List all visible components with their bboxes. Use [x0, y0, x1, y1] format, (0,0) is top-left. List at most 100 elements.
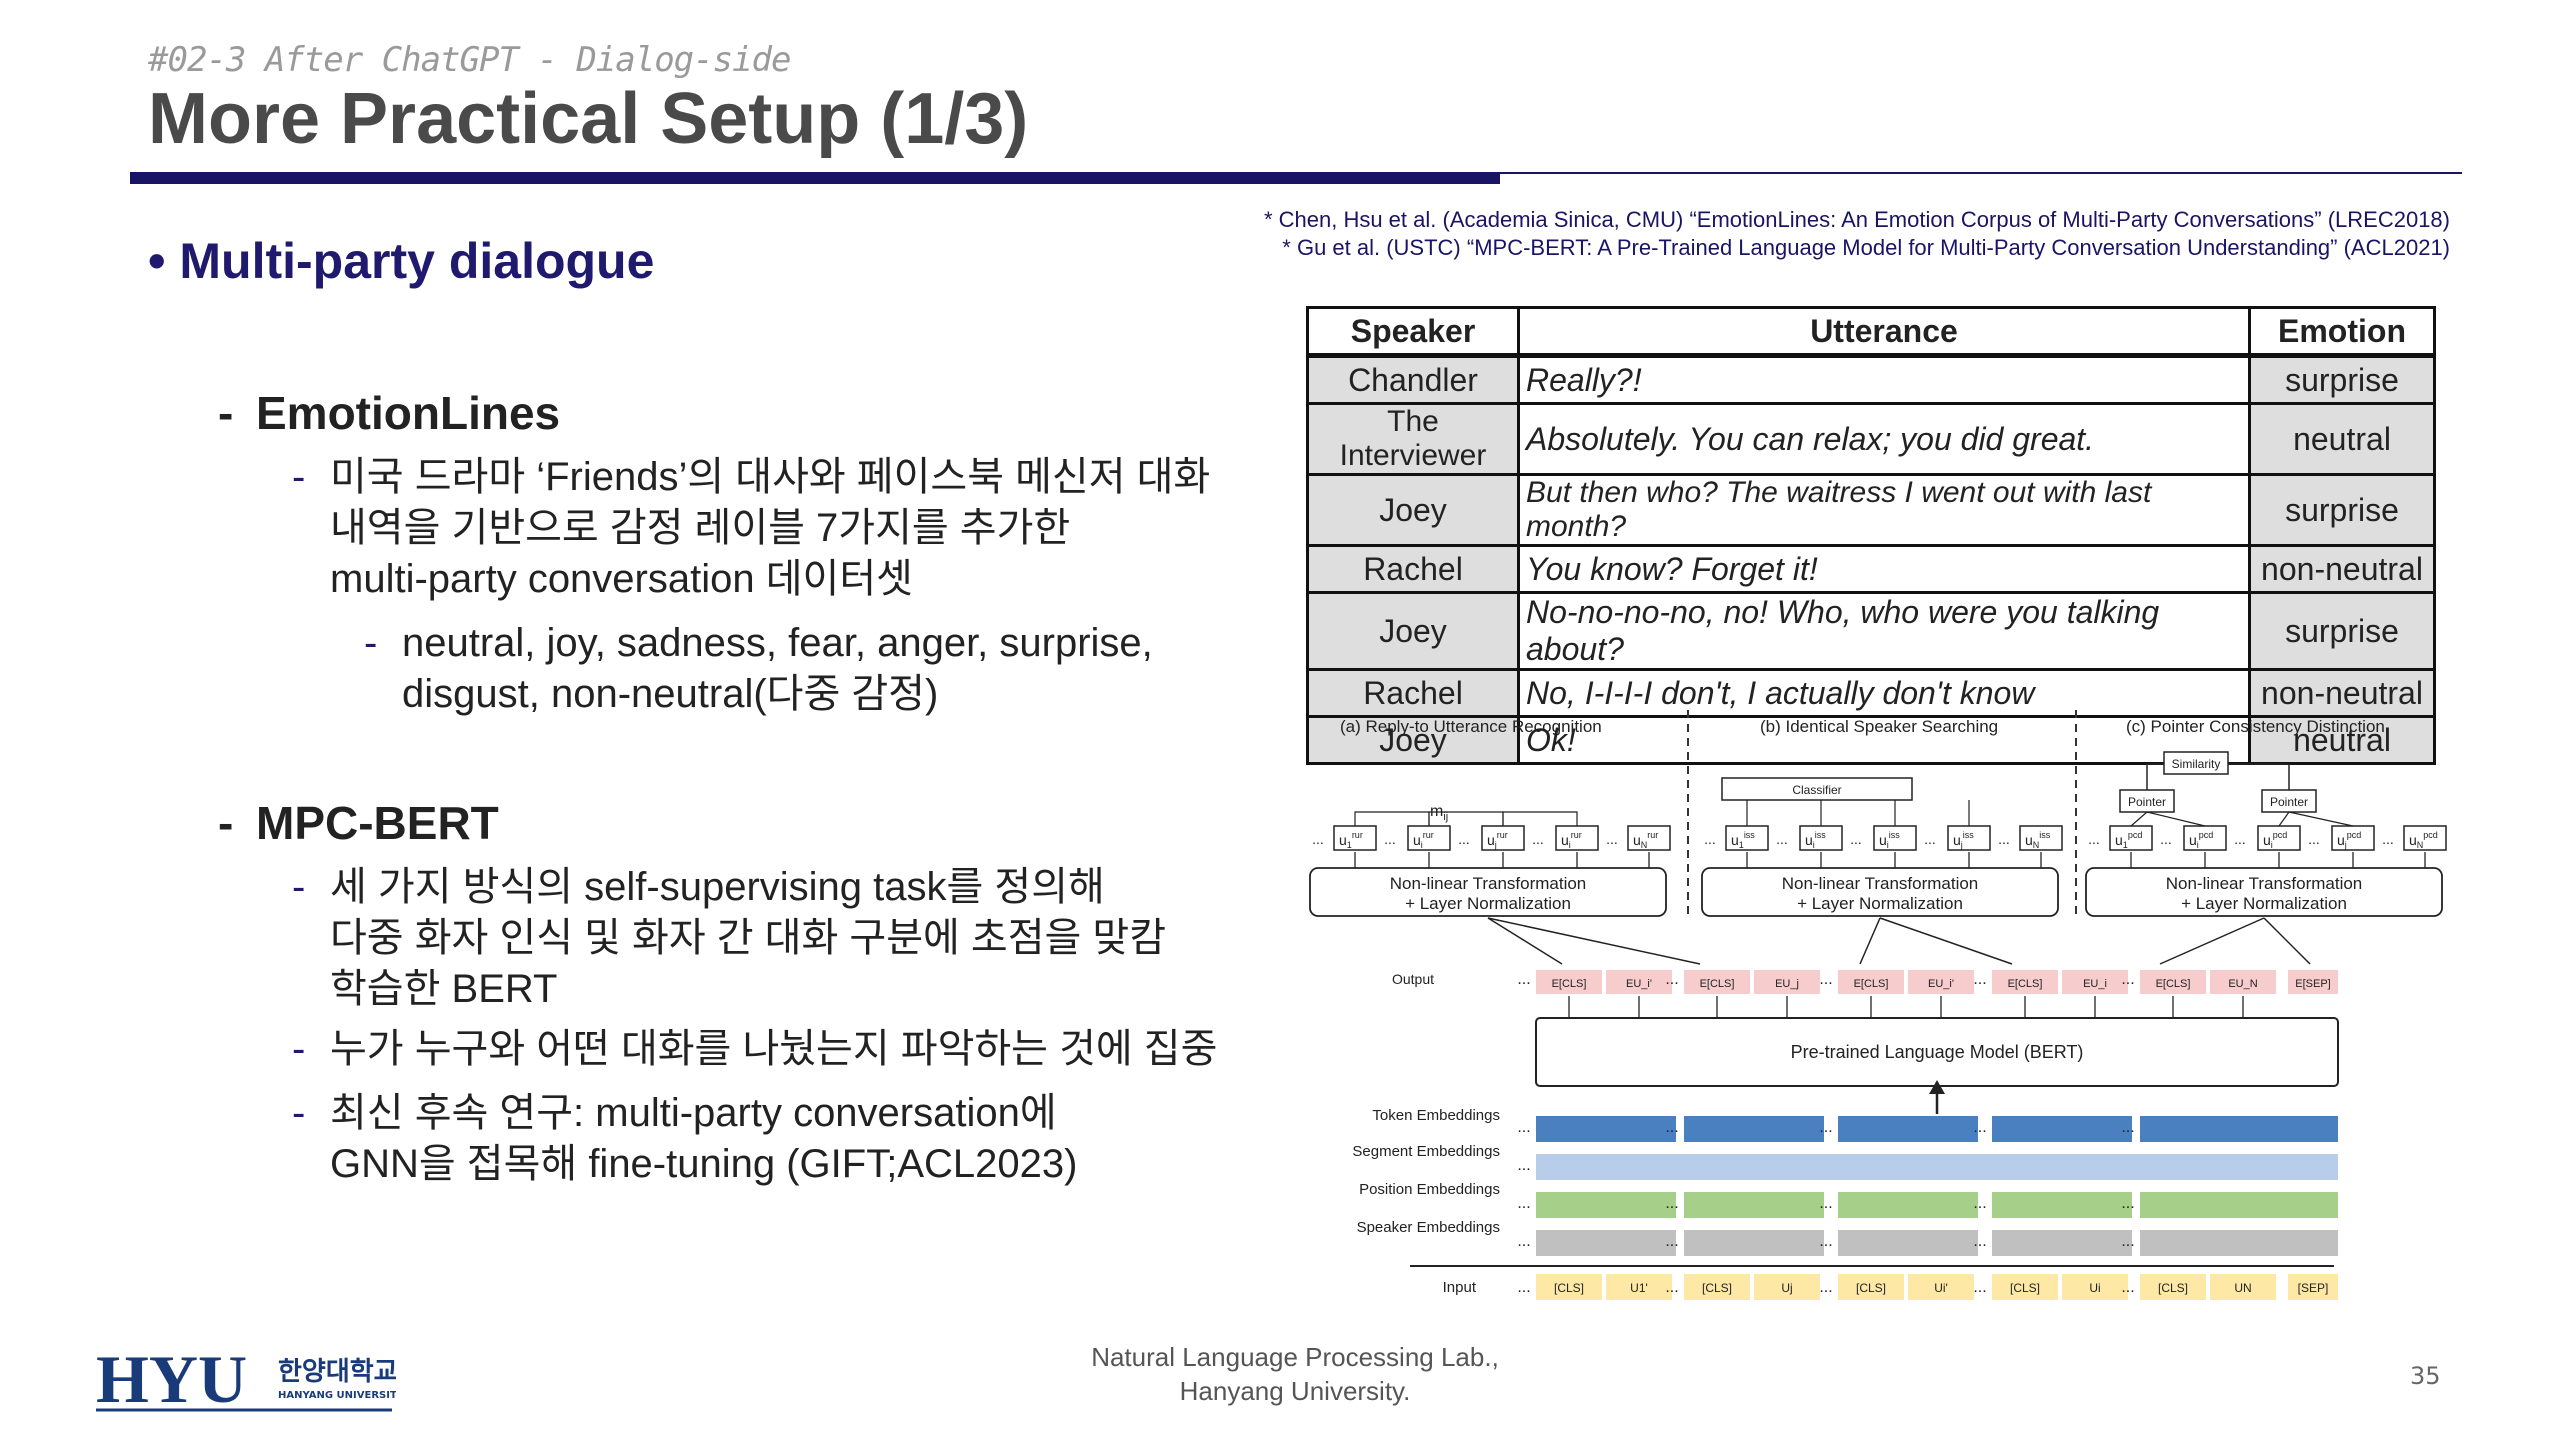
arrow	[2146, 811, 2206, 827]
cell-utterance: No-no-no-no, no! Who, who were you talki…	[1517, 591, 2251, 671]
ellipsis: ...	[2121, 1233, 2134, 1250]
ellipsis: ...	[1973, 1195, 1986, 1212]
input-cell	[1838, 1274, 1904, 1300]
mpcbert-point-2: - 누가 누구와 어떤 대화를 나눴는지 파악하는 것에 집중	[292, 1024, 1217, 1075]
mpc-bert-diagram: (a) Reply-to Utterance Recognition (b) I…	[1309, 710, 2447, 1300]
output-cell-label: E[CLS]	[1854, 978, 1889, 990]
input-cell-label: U1'	[1630, 1281, 1648, 1295]
ellipsis: ...	[1517, 1195, 1530, 1212]
input-cell	[2288, 1274, 2338, 1300]
token-embedding	[1684, 1116, 1824, 1142]
input-cell	[1992, 1274, 2058, 1300]
input-cell-label: [CLS]	[1554, 1281, 1584, 1295]
position-embedding	[1536, 1192, 1676, 1218]
segment-embedding	[1536, 1154, 2338, 1180]
arrow	[1502, 811, 1578, 826]
speaker-embedding	[1992, 1230, 2132, 1256]
input-cell-label: UN	[2234, 1281, 2251, 1295]
input-label: Input	[1443, 1279, 1477, 1296]
bullet-text: Multi-party dialogue	[179, 233, 655, 289]
input-cell	[1606, 1274, 1672, 1300]
ellipsis: ...	[1819, 1119, 1832, 1136]
input-cell	[1908, 1274, 1974, 1300]
pointer-label: Pointer	[2128, 795, 2166, 809]
ellipsis: ...	[2382, 831, 2394, 847]
title-rule-thin	[1500, 172, 2462, 174]
vector-box	[1725, 825, 1769, 851]
ellipsis: ...	[1973, 971, 1986, 988]
speaker-embedding	[2140, 1230, 2338, 1256]
reference-1: * Chen, Hsu et al. (Academia Sinica, CMU…	[1263, 207, 2450, 232]
dash: -	[218, 387, 234, 439]
vector-box	[2403, 825, 2447, 851]
ellipsis: ...	[1458, 831, 1470, 847]
cell-speaker: Rachel	[1306, 668, 1520, 718]
ellipsis: ...	[1665, 1233, 1678, 1250]
input-cell-label: Uj	[1781, 1281, 1792, 1295]
logo-english: HANYANG UNIVERSITY	[278, 1390, 396, 1401]
ellipsis: ...	[1973, 1233, 1986, 1250]
table-row: The Interviewer Absolutely. You can rela…	[1306, 402, 2436, 476]
output-label: Output	[1392, 971, 1434, 987]
ellipsis: ...	[1819, 1279, 1832, 1296]
ellipsis: ...	[1665, 1195, 1678, 1212]
ellipsis: ...	[1776, 831, 1788, 847]
table-header-row: Speaker Utterance Emotion	[1306, 306, 2436, 358]
output-row: ...E[CLS]EU_i'...E[CLS]EU_j...E[CLS]EU_i…	[1517, 970, 2338, 1018]
speaker-embedding	[1838, 1230, 1978, 1256]
output-cell-label: E[CLS]	[1700, 978, 1735, 990]
footer-lab: Natural Language Processing Lab., Hanyan…	[1091, 1342, 1499, 1406]
ellipsis: ...	[1850, 831, 1862, 847]
mpcbert-heading: -MPC-BERT	[218, 797, 499, 849]
vector-box	[2019, 825, 2063, 851]
vector-box	[1333, 825, 1377, 851]
cell-utterance: No, I-I-I-I don't, I actually don't know	[1517, 668, 2251, 718]
output-cell	[2210, 970, 2276, 994]
output-cell-label: EU_N	[2228, 978, 2257, 990]
vector-box	[1555, 825, 1599, 851]
output-cell	[1908, 970, 1974, 994]
emotionlines-point-1: - 미국 드라마 ‘Friends’의 대사와 페이스북 메신저 대화 내역을 …	[292, 452, 1210, 605]
table-row: Rachel You know? Forget it! non-neutral	[1306, 544, 2436, 594]
cell-emotion: neutral	[2248, 715, 2436, 765]
cell-emotion: non-neutral	[2248, 544, 2436, 594]
arrow	[2263, 917, 2311, 965]
arrow	[2288, 811, 2354, 827]
nonlinear-text: Non-linear Transformation	[1782, 874, 1979, 893]
cell-utterance: Ok!	[1517, 715, 2251, 765]
table-row: Joey Ok! neutral	[1306, 715, 2436, 765]
emotionlines-subpoint: - neutral, joy, sadness, fear, anger, su…	[364, 618, 1153, 720]
vector-label: u1rur	[1339, 830, 1363, 850]
vector-box	[1481, 825, 1525, 851]
output-cell-label: EU_i'	[1928, 978, 1954, 990]
nonlinear-box-c	[2085, 867, 2443, 917]
ellipsis: ...	[1973, 1279, 1986, 1296]
nonlinear-text: Non-linear Transformation	[2166, 874, 2363, 893]
arrow	[1859, 917, 1881, 965]
cell-speaker: Joey	[1306, 473, 1520, 547]
dash: -	[218, 797, 234, 849]
vector-label: uipcd	[2189, 830, 2213, 850]
plm-label: Pre-trained Language Model (BERT)	[1791, 1042, 2084, 1062]
ellipsis: ...	[2234, 831, 2246, 847]
title-rule	[130, 172, 1500, 184]
cell-speaker: Joey	[1306, 715, 1520, 765]
cell-emotion: surprise	[2248, 354, 2436, 405]
vector-label: uNpcd	[2409, 830, 2438, 850]
cell-utterance: You know? Forget it!	[1517, 544, 2251, 594]
bullet-dot: •	[148, 233, 180, 289]
cell-speaker: Chandler	[1306, 354, 1520, 405]
panel-b-title: (b) Identical Speaker Searching	[1760, 717, 1998, 736]
ellipsis: ...	[1665, 1279, 1678, 1296]
speaker-embedding	[1536, 1230, 1676, 1256]
ellipsis: ...	[1973, 1119, 1986, 1136]
cell-utterance: Really?!	[1517, 354, 2251, 405]
position-embedding	[1684, 1192, 1824, 1218]
arrow	[2146, 763, 2164, 790]
nonlinear-text: + Layer Normalization	[1405, 894, 1571, 913]
output-cell	[1754, 970, 1820, 994]
vector-box	[1407, 825, 1451, 851]
table-row: Joey But then who? The waitress I went o…	[1306, 473, 2436, 547]
ellipsis: ...	[2121, 1119, 2134, 1136]
input-cell-label: Ui'	[1934, 1281, 1948, 1295]
